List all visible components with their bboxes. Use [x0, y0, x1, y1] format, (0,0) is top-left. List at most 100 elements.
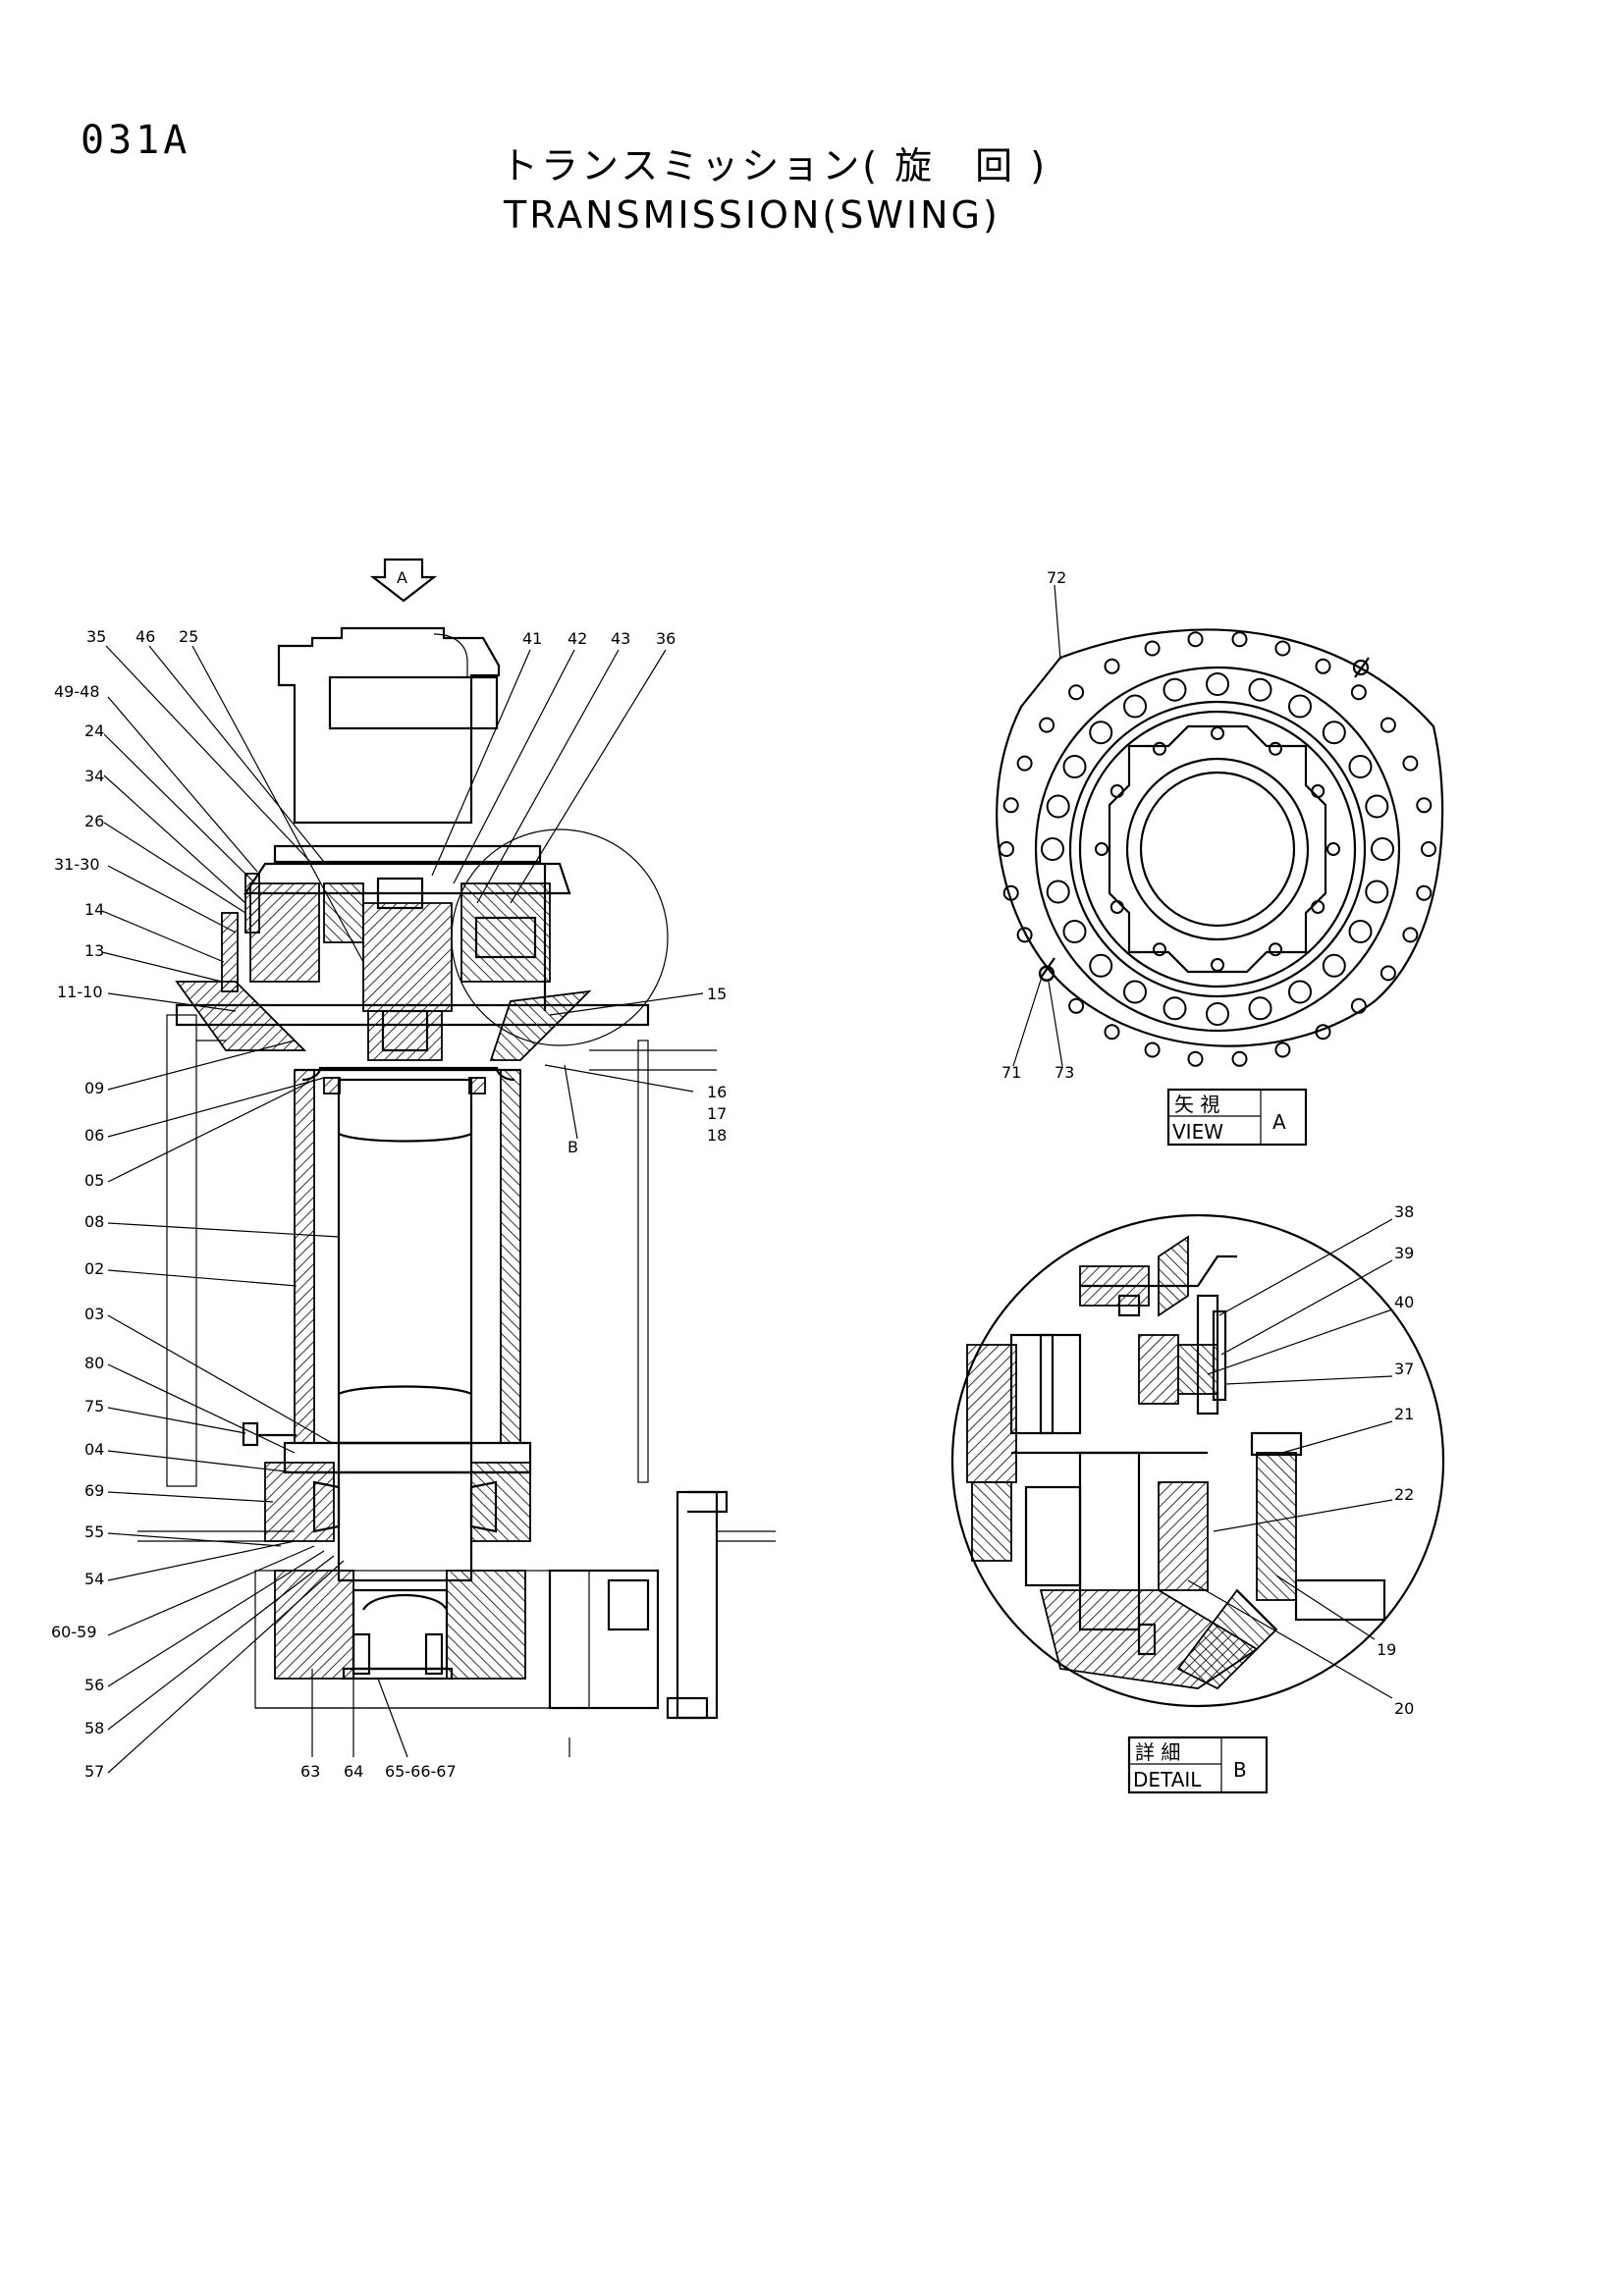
bolt-hole	[1348, 920, 1373, 943]
part-label: 34	[84, 767, 104, 785]
part-label: 18	[707, 1126, 727, 1145]
bolt-hole	[1109, 784, 1124, 798]
part-label: 73	[1055, 1063, 1074, 1082]
bolt-hole	[1311, 900, 1325, 914]
detail-b-caption-letter: B	[1233, 1758, 1247, 1782]
part-label: 08	[84, 1212, 104, 1231]
bolt-hole	[1274, 1041, 1291, 1058]
bolt-hole	[1402, 755, 1419, 772]
bolt-hole	[1104, 658, 1120, 674]
part-label: 04	[84, 1440, 104, 1459]
bolt-hole	[1144, 640, 1161, 657]
bolt-hole	[1326, 842, 1340, 856]
bolt-hole	[1402, 927, 1419, 943]
detail-b-caption-jp: 詳 細	[1135, 1740, 1180, 1764]
bolt-hole	[1016, 755, 1033, 772]
part-label: 03	[84, 1305, 104, 1323]
bolt-hole	[1416, 797, 1433, 814]
bolt-hole	[1163, 677, 1187, 702]
bolt-hole	[1365, 794, 1389, 819]
part-label: 49-48	[54, 682, 100, 701]
view-a-bolt-holes	[999, 631, 1436, 1067]
view-a-caption: 矢 視 VIEW A	[1166, 1088, 1308, 1147]
part-label: 42	[568, 629, 587, 648]
bolt-hole	[1322, 953, 1346, 978]
part-label: 72	[1047, 568, 1066, 587]
part-label: 13	[84, 941, 104, 960]
part-label: 40	[1394, 1293, 1414, 1311]
main-labels-bottom: 63 64 65-66-67	[300, 1762, 457, 1781]
part-label: 60-59	[51, 1623, 97, 1641]
part-label: 31-30	[54, 855, 100, 874]
bolt-hole	[1109, 900, 1124, 914]
bolt-hole	[1248, 996, 1272, 1021]
bolt-hole	[1068, 684, 1085, 701]
bolt-hole	[1153, 741, 1166, 756]
view-a-caption-en: VIEW	[1172, 1120, 1223, 1144]
part-label: 36	[656, 629, 676, 648]
part-label: 39	[1394, 1244, 1414, 1262]
part-label: 05	[84, 1171, 104, 1190]
bolt-hole	[1416, 884, 1433, 901]
part-label: 21	[1394, 1405, 1414, 1423]
bolt-hole	[1104, 1024, 1120, 1041]
part-label: 35	[86, 627, 106, 646]
part-label: 57	[84, 1762, 104, 1781]
part-label: 63	[300, 1762, 320, 1781]
view-a-caption-letter: A	[1272, 1110, 1286, 1134]
view-a-caption-jp: 矢 視	[1174, 1093, 1219, 1116]
part-label: 06	[84, 1126, 104, 1145]
main-labels-left: 35 46 25 49-48 24 34 26 31-30 14 13 11-1…	[51, 627, 198, 1781]
detail-b-drawing: 38 39 40 37 21 22 19 20	[950, 1202, 1445, 1718]
main-labels-right: 15 16 17 18	[707, 985, 727, 1145]
bolt-hole	[1315, 1024, 1331, 1041]
part-label: 11-10	[57, 983, 103, 1001]
bolt-hole	[1350, 997, 1367, 1014]
title-english: TRANSMISSION(SWING)	[504, 193, 1001, 237]
main-cross-section: B	[137, 626, 776, 1757]
part-label: 09	[84, 1079, 104, 1097]
bolt-hole	[1322, 721, 1346, 745]
bolt-hole	[1187, 1050, 1204, 1067]
bolt-hole	[1068, 997, 1085, 1014]
bolt-hole	[1206, 672, 1229, 696]
bolt-hole	[1187, 631, 1204, 648]
bolt-hole	[1315, 658, 1331, 674]
part-label: 71	[1001, 1063, 1021, 1082]
bolt-hole	[1144, 1041, 1161, 1058]
bolt-hole	[1348, 755, 1373, 778]
part-label: 22	[1394, 1485, 1414, 1504]
part-label: 20	[1394, 1699, 1414, 1718]
part-label: 02	[84, 1259, 104, 1278]
part-label: 58	[84, 1719, 104, 1737]
bolt-hole	[1016, 927, 1033, 943]
part-label: 56	[84, 1676, 104, 1694]
detail-b-caption-en: DETAIL	[1133, 1768, 1202, 1791]
bolt-hole	[1041, 837, 1064, 861]
bolt-hole	[1288, 980, 1312, 1004]
part-label: 17	[707, 1104, 727, 1123]
part-label: 16	[707, 1083, 727, 1101]
part-label: 15	[707, 985, 727, 1003]
bolt-hole	[1231, 631, 1248, 648]
bolt-hole	[1311, 784, 1325, 798]
part-label: 55	[84, 1522, 104, 1541]
bolt-hole	[1269, 942, 1282, 957]
part-label: 14	[84, 900, 104, 919]
bolt-hole	[1095, 842, 1109, 856]
bolt-hole	[1089, 953, 1113, 978]
bolt-hole	[1039, 717, 1055, 733]
part-label: 38	[1394, 1202, 1414, 1221]
bolt-hole	[1211, 726, 1224, 740]
bolt-hole	[1231, 1050, 1248, 1067]
bolt-hole	[1089, 721, 1113, 745]
title-japanese: トランスミッション( 旋 回 )	[501, 144, 1049, 187]
bolt-hole	[1274, 640, 1291, 657]
bolt-hole	[1153, 942, 1166, 957]
bolt-hole	[1123, 694, 1147, 719]
part-label: 24	[84, 721, 104, 740]
part-label: 43	[611, 629, 630, 648]
part-label: 19	[1377, 1640, 1396, 1659]
part-label: 64	[344, 1762, 363, 1781]
page-code: 031A	[81, 118, 191, 163]
